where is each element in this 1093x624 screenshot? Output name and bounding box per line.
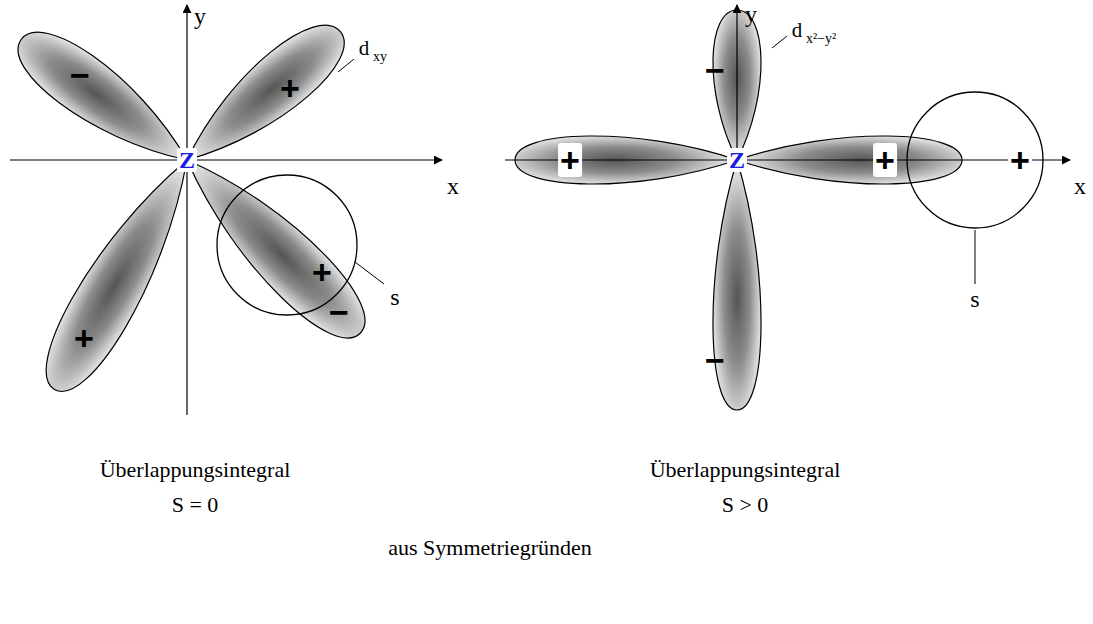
leader-line xyxy=(975,230,976,284)
phase-sign: + xyxy=(873,143,897,177)
phase-sign: + xyxy=(74,321,94,355)
axis-label: x xyxy=(1074,174,1086,198)
phase-sign: − xyxy=(70,58,90,92)
orbital-lobe xyxy=(28,145,213,405)
axis-label: y xyxy=(745,2,757,26)
leader-line xyxy=(338,59,354,72)
dx2y2-orbital xyxy=(515,10,962,410)
orbital-name: d xyxy=(359,38,370,59)
orbital-subscript: xy xyxy=(373,50,387,64)
orbital-lobe xyxy=(166,139,382,355)
phase-sign: + xyxy=(1008,143,1032,177)
orbital-name: s xyxy=(390,285,399,309)
axis-label: x xyxy=(447,174,459,198)
x-axis xyxy=(10,159,442,160)
x-axis xyxy=(505,159,1070,160)
s-orbital xyxy=(217,175,357,315)
phase-sign: − xyxy=(705,343,725,377)
phase-sign: + xyxy=(312,255,332,289)
nucleus-label: Z xyxy=(727,148,747,172)
nucleus-label: Z xyxy=(177,148,197,172)
phase-sign: − xyxy=(705,53,725,87)
leader-line xyxy=(772,36,787,48)
orbital-subscript: x²−y² xyxy=(806,32,836,46)
orbital-lobe xyxy=(168,9,358,182)
phase-sign: − xyxy=(329,295,349,329)
leader-line xyxy=(355,262,384,284)
caption-line: Überlappungsintegral xyxy=(650,459,841,481)
caption-line: S = 0 xyxy=(172,494,219,516)
orbital-name: s xyxy=(970,287,979,311)
y-axis xyxy=(736,5,737,160)
dxy-orbital xyxy=(4,9,382,404)
caption-line: aus Symmetriegründen xyxy=(388,537,591,559)
orbital-name: d xyxy=(792,20,803,41)
caption-line: S > 0 xyxy=(722,494,769,516)
axis-label: y xyxy=(194,4,206,28)
caption-line: Überlappungsintegral xyxy=(100,459,291,481)
phase-sign: + xyxy=(558,143,582,177)
orbital-lobe xyxy=(4,16,204,183)
s-orbital xyxy=(907,92,1043,228)
y-axis xyxy=(186,5,187,415)
phase-sign: + xyxy=(280,71,300,105)
